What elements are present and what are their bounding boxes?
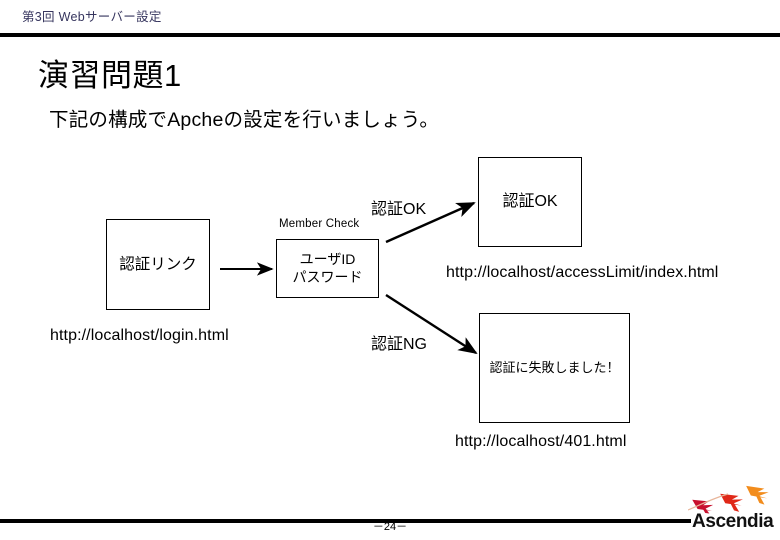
url-access-limit: http://localhost/accessLimit/index.html <box>446 264 719 281</box>
box-member-check-label: ユーザID パスワード <box>293 251 363 287</box>
page-number: －24－ <box>372 521 408 533</box>
member-check-line2: パスワード <box>292 268 363 285</box>
box-auth-ok: 認証OK <box>478 157 582 247</box>
box-auth-ok-label: 認証OK <box>502 192 558 210</box>
label-branch-auth-ng: 認証NG <box>371 336 428 353</box>
box-auth-link: 認証リンク <box>106 219 210 310</box>
ascendia-logo-text: Ascendia <box>692 511 774 532</box>
label-branch-auth-ok: 認証OK <box>371 201 427 218</box>
url-login: http://localhost/login.html <box>50 327 229 344</box>
url-error-401: http://localhost/401.html <box>455 433 627 450</box>
box-auth-link-label: 認証リンク <box>119 255 197 273</box>
arrow-member-to-ng <box>385 293 478 355</box>
arrow-member-to-ok <box>385 201 476 244</box>
box-member-check: ユーザID パスワード <box>276 239 379 298</box>
bird-middle-icon <box>720 493 743 512</box>
bird-left-icon <box>692 499 714 514</box>
header-title: 第3回 Webサーバー設定 <box>22 10 162 24</box>
ascendia-logo-icon <box>688 485 769 514</box>
box-auth-failed-label: 認証に失敗しました！ <box>489 359 620 375</box>
member-check-line1: ユーザID <box>299 250 356 267</box>
page-title: 演習問題1 <box>38 58 182 93</box>
page-subtitle: 下記の構成でApcheの設定を行いましょう。 <box>49 109 440 131</box>
header-divider <box>0 33 780 37</box>
bird-right-icon <box>746 485 769 505</box>
logo-swoosh <box>688 493 729 511</box>
box-auth-failed: 認証に失敗しました！ <box>479 313 630 423</box>
footer-divider <box>0 519 691 523</box>
label-member-check: Member Check <box>279 218 360 230</box>
